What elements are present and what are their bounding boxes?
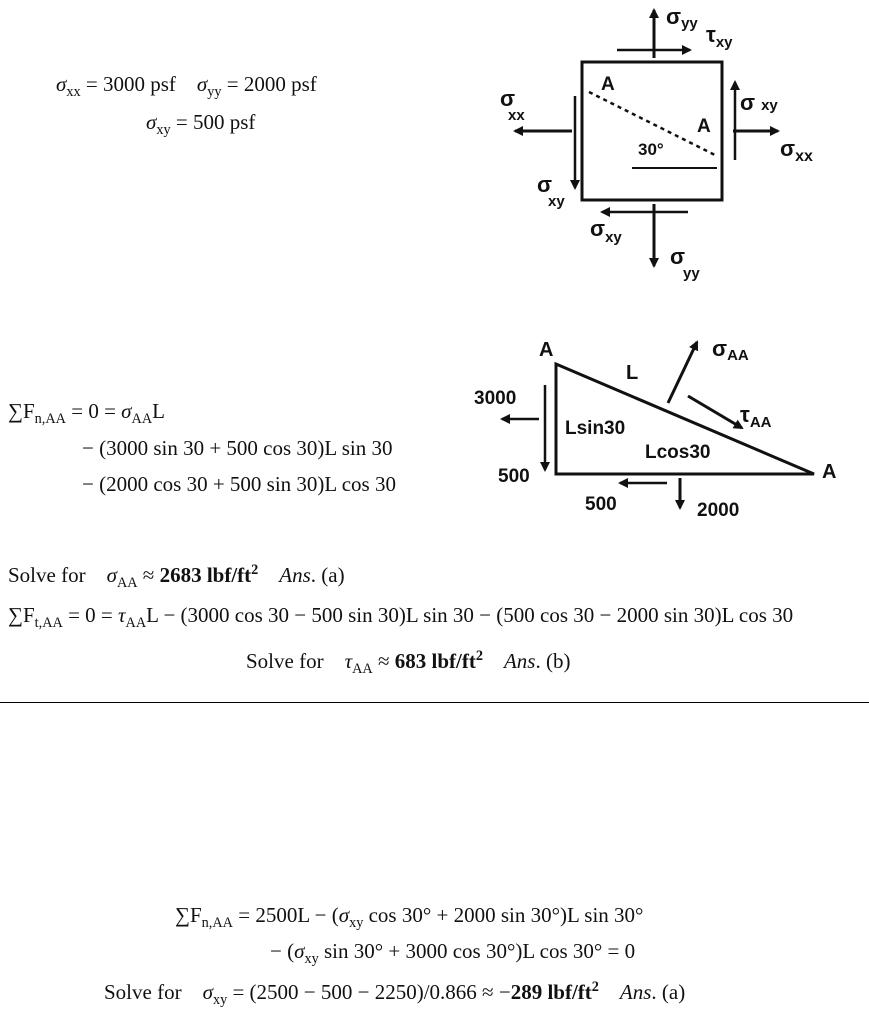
eq-tangential: ∑Ft,AA = 0 = τAAL − (3000 cos 30 − 500 s… — [8, 603, 794, 631]
label-l: L — [626, 362, 638, 384]
solve-tau-aa: Solve for τAA ≈ 683 lbf/ft2 Ans. (b) — [246, 648, 571, 677]
sigma-yy-subscript: yy — [207, 83, 222, 100]
label-sigma-right: σxx — [780, 136, 813, 165]
label-sigma-aa: σAA — [712, 336, 749, 364]
label-500-bottom: 500 — [585, 494, 617, 515]
sigma-aa-arrow — [666, 340, 699, 404]
solve-sigma-xy: Solve for σxy = (2500 − 500 − 2250)/0.86… — [104, 979, 686, 1008]
given-line-1: σxx = 3000 psf σyy = 2000 psf — [56, 72, 317, 101]
section-divider — [0, 702, 869, 703]
sigma-xx-value: = 3000 psf — [85, 72, 176, 96]
eq-normal-line-3: − (2000 cos 30 + 500 sin 30)L cos 30 — [82, 472, 396, 496]
sigma-yy-value: = 2000 psf — [226, 72, 317, 96]
tau-aa-arrow — [687, 394, 744, 430]
sigma-xx-subscript: xx — [66, 83, 81, 100]
label-lsin30: Lsin30 — [565, 418, 625, 439]
label-a-right: A — [697, 116, 711, 137]
label-a-top: A — [539, 339, 553, 361]
label-a-left: A — [601, 74, 615, 95]
sigma-xx-symbol: σ — [56, 72, 67, 96]
solve-sigma-aa: Solve for σAA ≈ 2683 lbf/ft2 Ans. (a) — [8, 562, 345, 591]
eq2-line-2: − (σxy sin 30° + 3000 cos 30°)L cos 30° … — [270, 939, 636, 967]
label-sigma-top: σyy — [666, 4, 698, 32]
label-angle: 30° — [638, 140, 664, 159]
sigma-xy-value: = 500 psf — [175, 110, 256, 134]
sigma-yy-symbol: σ — [196, 72, 208, 96]
label-tau-aa: τAA — [740, 402, 772, 431]
eq-normal-line-1: ∑Fn,AA = 0 = σAAL — [8, 399, 165, 427]
eq-normal-line-2: − (3000 sin 30 + 500 cos 30)L sin 30 — [82, 436, 393, 460]
label-3000: 3000 — [474, 388, 516, 409]
eq2-line-1: ∑Fn,AA = 2500L − (σxy cos 30° + 2000 sin… — [175, 903, 644, 931]
stress-element-square — [580, 60, 724, 202]
sigma-xy-subscript: xy — [156, 121, 171, 138]
label-500-left: 500 — [498, 466, 530, 487]
label-2000: 2000 — [697, 500, 739, 521]
wedge-free-body-figure: A A L σAA τAA 3000 500 Lsin30 Lcos30 500… — [474, 336, 836, 521]
label-tau-top: τxy — [706, 22, 733, 51]
label-tau-bottom: σxy — [590, 216, 622, 246]
summation-symbol: ∑ — [8, 399, 23, 423]
given-line-2: σxy = 500 psf — [146, 110, 255, 139]
wedge-triangle — [554, 361, 815, 476]
label-lcos30: Lcos30 — [645, 442, 710, 463]
sigma-xy-symbol: σ — [146, 110, 157, 134]
label-a-tip: A — [822, 461, 836, 483]
